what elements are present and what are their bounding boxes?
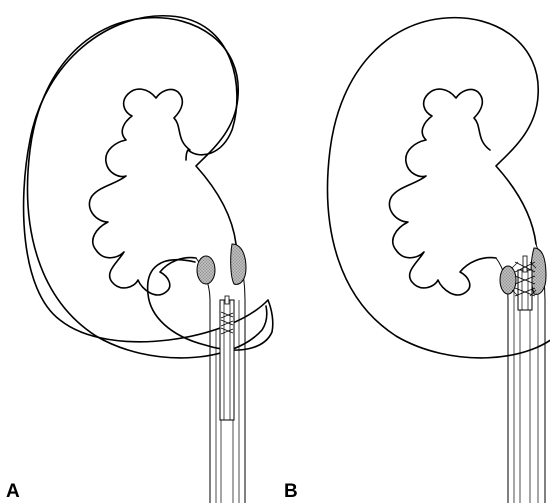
renal-sinus-calyces-b	[389, 89, 496, 295]
endoscope-a	[220, 296, 234, 420]
panel-label-a: A	[6, 481, 20, 502]
stone-right-a	[231, 244, 246, 284]
stone-left-a	[197, 256, 215, 284]
kidney-cortex-b	[328, 18, 550, 358]
stone-left-b	[500, 266, 516, 294]
panel-a	[24, 16, 273, 503]
panel-b	[328, 18, 550, 503]
panel-label-b: B	[284, 481, 298, 502]
renal-sinus-calyces	[89, 89, 196, 295]
